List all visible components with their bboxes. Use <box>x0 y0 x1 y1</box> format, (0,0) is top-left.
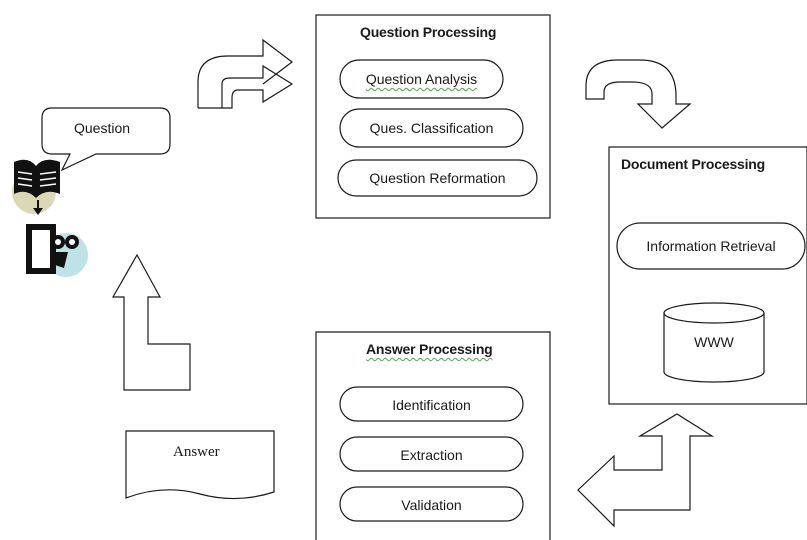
arrow-to-answer-processing <box>577 413 715 528</box>
question-bubble <box>41 107 171 172</box>
answer-document-label: Answer <box>173 444 220 460</box>
validation-pill <box>339 486 524 522</box>
database-top <box>663 302 765 324</box>
database-label: WWW <box>694 334 734 350</box>
validation-label: Validation <box>401 497 462 513</box>
information-retrieval-label: Information Retrieval <box>646 238 776 254</box>
extraction-pill <box>339 436 524 472</box>
question-analysis-pill <box>339 59 504 99</box>
identification-label: Identification <box>392 397 471 413</box>
ques-classification-label: Ques. Classification <box>369 120 494 136</box>
question-processing-title: Question Processing <box>360 24 497 40</box>
question-reformation-pill <box>337 159 538 197</box>
identification-pill <box>339 386 524 422</box>
database-icon <box>663 313 765 383</box>
question-reformation-label: Question Reformation <box>369 170 506 186</box>
extraction-label: Extraction <box>400 447 463 463</box>
arrow-to-user <box>111 253 191 391</box>
ques-classification-pill <box>339 108 524 148</box>
question-analysis-label: Question Analysis <box>365 71 478 87</box>
answer-document <box>125 430 275 500</box>
question-bubble-label: Question <box>74 120 131 136</box>
arrow-to-document-processing <box>585 59 692 129</box>
arrow-to-question-processing <box>197 38 294 109</box>
person-icon <box>26 224 88 277</box>
document-processing-title: Document Processing <box>621 156 766 172</box>
answer-processing-title: Answer Processing <box>366 341 493 357</box>
information-retrieval-pill <box>616 222 806 270</box>
book-icon <box>12 159 60 215</box>
